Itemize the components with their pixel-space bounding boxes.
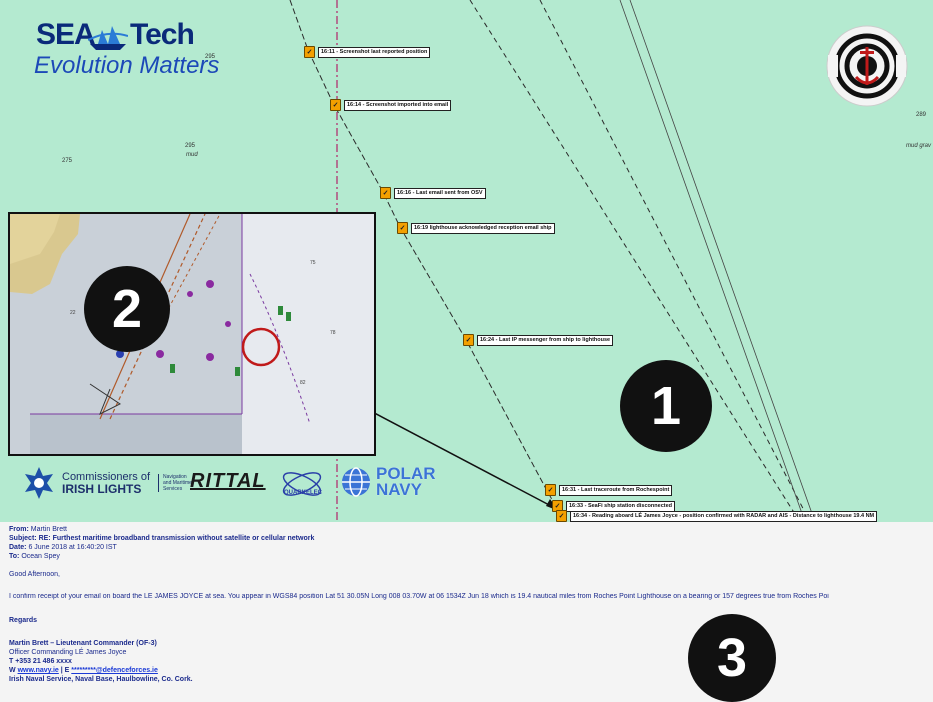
date-key: Date:	[9, 544, 27, 551]
depth-sounding: 295	[205, 54, 216, 60]
from-value: Martin Brett	[30, 526, 67, 533]
svg-text:82: 82	[300, 380, 306, 386]
from-key: From:	[9, 526, 29, 533]
irish-lights-star-icon	[25, 467, 53, 499]
email-header: From: Martin Brett Subject: RE: Furthest…	[9, 525, 314, 561]
irish-lights-logo: Commissioners of IRISH LIGHTS Navigation…	[22, 466, 192, 500]
position-marker[interactable]: ✓ 16:11 - Screenshot last reported posit…	[304, 46, 431, 58]
marker-label: 16:24 - Last IP messenger from ship to l…	[477, 334, 614, 346]
traffic-lane-line	[619, 0, 806, 522]
signature-sep: | E	[60, 667, 70, 674]
position-marker[interactable]: ✓ 16:14 - Screenshot imported into email	[330, 99, 452, 111]
traffic-lane-line	[469, 0, 801, 522]
seatech-logo: SEA Tech Evolution Matters	[30, 18, 219, 88]
quarkelec-label: QUARKELEC	[284, 490, 323, 496]
marker-label: 16:19 lighthouse acknowledged reception …	[411, 222, 555, 234]
signature-web-link[interactable]: www.navy.ie	[17, 667, 59, 674]
logo-tagline: Evolution Matters	[34, 52, 220, 79]
depth-sounding: 289	[916, 112, 927, 118]
signature-web-key: W	[9, 667, 16, 674]
globe-icon	[342, 467, 370, 497]
check-pin-icon: ✓	[463, 334, 474, 346]
check-pin-icon: ✓	[397, 222, 408, 234]
email-regards: Regards	[9, 617, 38, 624]
wireless-anchor-logo-icon	[826, 25, 908, 107]
check-pin-icon: ✓	[304, 46, 315, 58]
callout-badge-2: 2	[84, 266, 170, 352]
seabed-label: mud grav	[906, 143, 932, 149]
subject-key: Subject:	[9, 535, 37, 542]
traffic-lane-line	[629, 0, 816, 522]
ship-track-line	[289, 0, 561, 515]
traffic-lane-line	[539, 0, 811, 522]
marker-label: 16:14 - Screenshot imported into email	[344, 99, 452, 111]
position-marker[interactable]: ✓ 16:24 - Last IP messenger from ship to…	[463, 334, 614, 346]
email-signature: Martin Brett – Lieutenant Commander (OF-…	[9, 639, 193, 684]
signature-name: Martin Brett – Lieutenant Commander (OF-…	[9, 640, 157, 647]
signature-address: Irish Naval Service, Naval Base, Haulbow…	[9, 676, 193, 683]
email-greeting: Good Afternoon,	[9, 571, 60, 578]
signature-email-link[interactable]: *********@defenceforces.ie	[71, 667, 158, 674]
svg-text:75: 75	[310, 260, 316, 266]
check-pin-icon: ✓	[380, 187, 391, 199]
marker-label: 16:34 - Reading aboard LÉ James Joyce - …	[570, 510, 878, 522]
inset-chart-drawing: 22 75 78 82	[10, 214, 374, 454]
check-pin-icon: ✓	[556, 510, 567, 522]
ship-logo-icon	[88, 26, 128, 50]
marker-label: 16:16 - Last email sent from OSV	[394, 187, 486, 199]
partner-logos: Commissioners of IRISH LIGHTS Navigation…	[22, 462, 442, 508]
position-marker[interactable]: ✓ 16:34 - Reading aboard LÉ James Joyce …	[556, 510, 878, 522]
callout-badge-3: 3	[688, 614, 776, 702]
quarkelec-logo-icon	[282, 472, 322, 496]
polar-navy-logo: POLAR NAVY	[340, 464, 436, 499]
position-marker[interactable]: ✓ 16:16 - Last email sent from OSV	[380, 187, 486, 199]
signature-phone: T +353 21 486 xxxx	[9, 658, 72, 665]
depth-sounding: 275	[62, 158, 73, 164]
to-value: Ocean Spey	[21, 553, 60, 560]
logo-tech: Tech	[130, 18, 195, 51]
marker-label: 16:31 - Last traceroute from Rochespoint	[559, 484, 673, 496]
to-key: To:	[9, 553, 20, 560]
polar-word: POLAR	[376, 464, 436, 483]
marker-label: 16:11 - Screenshot last reported positio…	[318, 46, 431, 58]
check-pin-icon: ✓	[330, 99, 341, 111]
svg-text:78: 78	[330, 330, 336, 336]
seabed-label: mud	[186, 152, 198, 158]
position-marker[interactable]: ✓ 16:19 lighthouse acknowledged receptio…	[397, 222, 555, 234]
date-value: 6 June 2018 at 16:40:20 IST	[28, 544, 117, 551]
check-pin-icon: ✓	[545, 484, 556, 496]
depth-sounding: 295	[185, 143, 196, 149]
logo-sea: SEA	[36, 18, 96, 51]
radar-chart-inset: 22 75 78 82 2	[8, 212, 376, 456]
cil-line2: IRISH LIGHTS	[62, 481, 142, 496]
cil-sub1: Navigation	[163, 474, 187, 480]
email-body: I confirm receipt of your email on board…	[9, 593, 829, 600]
position-marker[interactable]: ✓ 16:31 - Last traceroute from Rochespoi…	[545, 484, 673, 496]
nautical-chart: SEA Tech Evolution Matters 295 295 mud 2…	[0, 0, 933, 522]
cil-sub3: Services	[163, 486, 183, 492]
cil-sub2: and Maritime	[163, 480, 192, 486]
svg-text:22: 22	[70, 310, 76, 316]
signature-role: Officer Commanding LÉ James Joyce	[9, 649, 127, 656]
subject-value: RE: Furthest maritime broadband transmis…	[38, 535, 315, 542]
email-panel: From: Martin Brett Subject: RE: Furthest…	[0, 522, 933, 702]
rittal-logo: RITTAL	[190, 470, 266, 492]
navy-word: NAVY	[376, 480, 422, 499]
callout-badge-1: 1	[620, 360, 712, 452]
cil-line1: Commissioners of	[62, 470, 151, 483]
